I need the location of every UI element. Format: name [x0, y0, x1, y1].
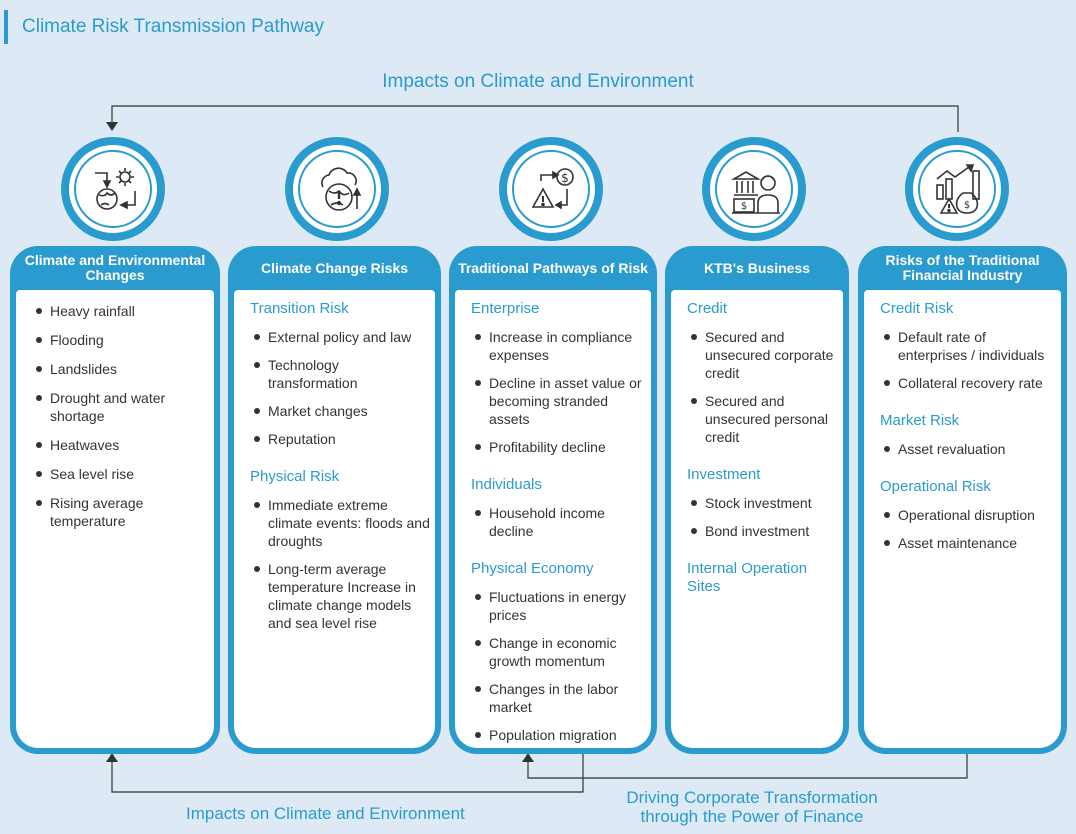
section-title: Market Risk — [880, 412, 960, 429]
list-item: Collateral recovery rate — [880, 374, 1057, 392]
arrowhead-bottom-left — [106, 753, 118, 762]
section-title: Transition Risk — [250, 300, 349, 317]
globe-cycle-icon — [61, 137, 165, 241]
list-item: Asset maintenance — [880, 534, 1057, 552]
list-item: Drought and water shortage — [32, 389, 210, 425]
column-body: Heavy rainfall Flooding Landslides Droug… — [16, 290, 214, 748]
column-header: KTB's Business — [703, 259, 811, 276]
list-item: External policy and law — [250, 328, 431, 346]
list-item: Population migration — [471, 726, 647, 744]
list-item: Rising average temperature — [32, 494, 210, 530]
list-item: Heavy rainfall — [32, 302, 210, 320]
financial-risk-chart-icon: $ — [905, 137, 1009, 241]
list-item: Changes in the labor market — [471, 680, 647, 716]
section-title: Individuals — [471, 476, 542, 493]
list-item: Stock investment — [687, 494, 839, 512]
svg-text:$: $ — [561, 171, 569, 185]
risk-cycle-icon: $ — [499, 137, 603, 241]
section-title: Enterprise — [471, 300, 540, 317]
list-item: Technology transformation — [250, 356, 431, 392]
arrowhead-top — [106, 122, 118, 131]
page-title: Climate Risk Transmission Pathway — [4, 10, 324, 44]
list-item: Profitability decline — [471, 438, 647, 456]
impact-top-label: Impacts on Climate and Environment — [382, 71, 694, 92]
list-item: Sea level rise — [32, 465, 210, 483]
list-item: Immediate extreme climate events: floods… — [250, 496, 431, 550]
column-traditional-financial-risks: Risks of the Traditional Financial Indus… — [858, 246, 1067, 754]
list-item: Change in economic growth momentum — [471, 634, 647, 670]
column-body: Transition Risk External policy and law … — [234, 290, 435, 748]
list-item: Reputation — [250, 430, 431, 448]
list-item: Secured and unsecured personal credit — [687, 392, 839, 446]
column-traditional-pathways: Traditional Pathways of Risk Enterprise … — [449, 246, 657, 754]
column-climate-change-risks: Climate Change Risks Transition Risk Ext… — [228, 246, 441, 754]
section-title: Physical Economy — [471, 560, 594, 577]
item-list: Heavy rainfall Flooding Landslides Droug… — [32, 302, 210, 530]
list-item: Default rate of enterprises / individual… — [880, 328, 1057, 364]
list-item: Heatwaves — [32, 436, 210, 454]
bottom-finance-line — [527, 752, 968, 779]
svg-text:$: $ — [741, 201, 747, 212]
section-title: Credit — [687, 300, 728, 317]
column-header: Climate and Environmental Changes — [24, 252, 206, 283]
list-item: Market changes — [250, 402, 431, 420]
column-body: Enterprise Increase in compliance expens… — [455, 290, 651, 748]
column-ktb-business: KTB's Business Credit Secured and unsecu… — [665, 246, 849, 754]
list-item: Flooding — [32, 331, 210, 349]
list-item: Bond investment — [687, 522, 839, 540]
list-item: Increase in compliance expenses — [471, 328, 647, 364]
top-feedback-line — [111, 105, 959, 132]
section-title: Internal Operation Sites — [687, 560, 808, 595]
section-title: Credit Risk — [880, 300, 954, 317]
bottom-impact-line — [111, 752, 584, 793]
svg-text:$: $ — [964, 200, 970, 211]
list-item: Long-term average temperature Increase i… — [250, 560, 431, 632]
bank-advisor-icon: $ — [702, 137, 806, 241]
list-item: Asset revaluation — [880, 440, 1057, 458]
column-header: Traditional Pathways of Risk — [458, 259, 648, 276]
section-title: Operational Risk — [880, 478, 991, 495]
list-item: Decline in asset value or becoming stran… — [471, 374, 647, 428]
section-title: Investment — [687, 466, 761, 483]
list-item: Operational disruption — [880, 506, 1057, 524]
column-body: Credit Risk Default rate of enterprises … — [864, 290, 1061, 748]
storm-cloud-globe-icon — [285, 137, 389, 241]
column-body: Credit Secured and unsecured corporate c… — [671, 290, 843, 748]
impact-bottom-label: Impacts on Climate and Environment — [186, 804, 465, 823]
section-title: Physical Risk — [250, 468, 340, 485]
list-item: Landslides — [32, 360, 210, 378]
arrowhead-bottom-mid — [522, 753, 534, 762]
list-item: Household income decline — [471, 504, 647, 540]
list-item: Secured and unsecured corporate credit — [687, 328, 839, 382]
column-header: Climate Change Risks — [260, 259, 409, 276]
column-header: Risks of the Traditional Financial Indus… — [885, 252, 1040, 283]
list-item: Fluctuations in energy prices — [471, 588, 647, 624]
driving-transformation-label: Driving Corporate Transformation through… — [626, 788, 878, 826]
column-climate-environmental-changes: Climate and Environmental Changes Heavy … — [10, 246, 220, 754]
